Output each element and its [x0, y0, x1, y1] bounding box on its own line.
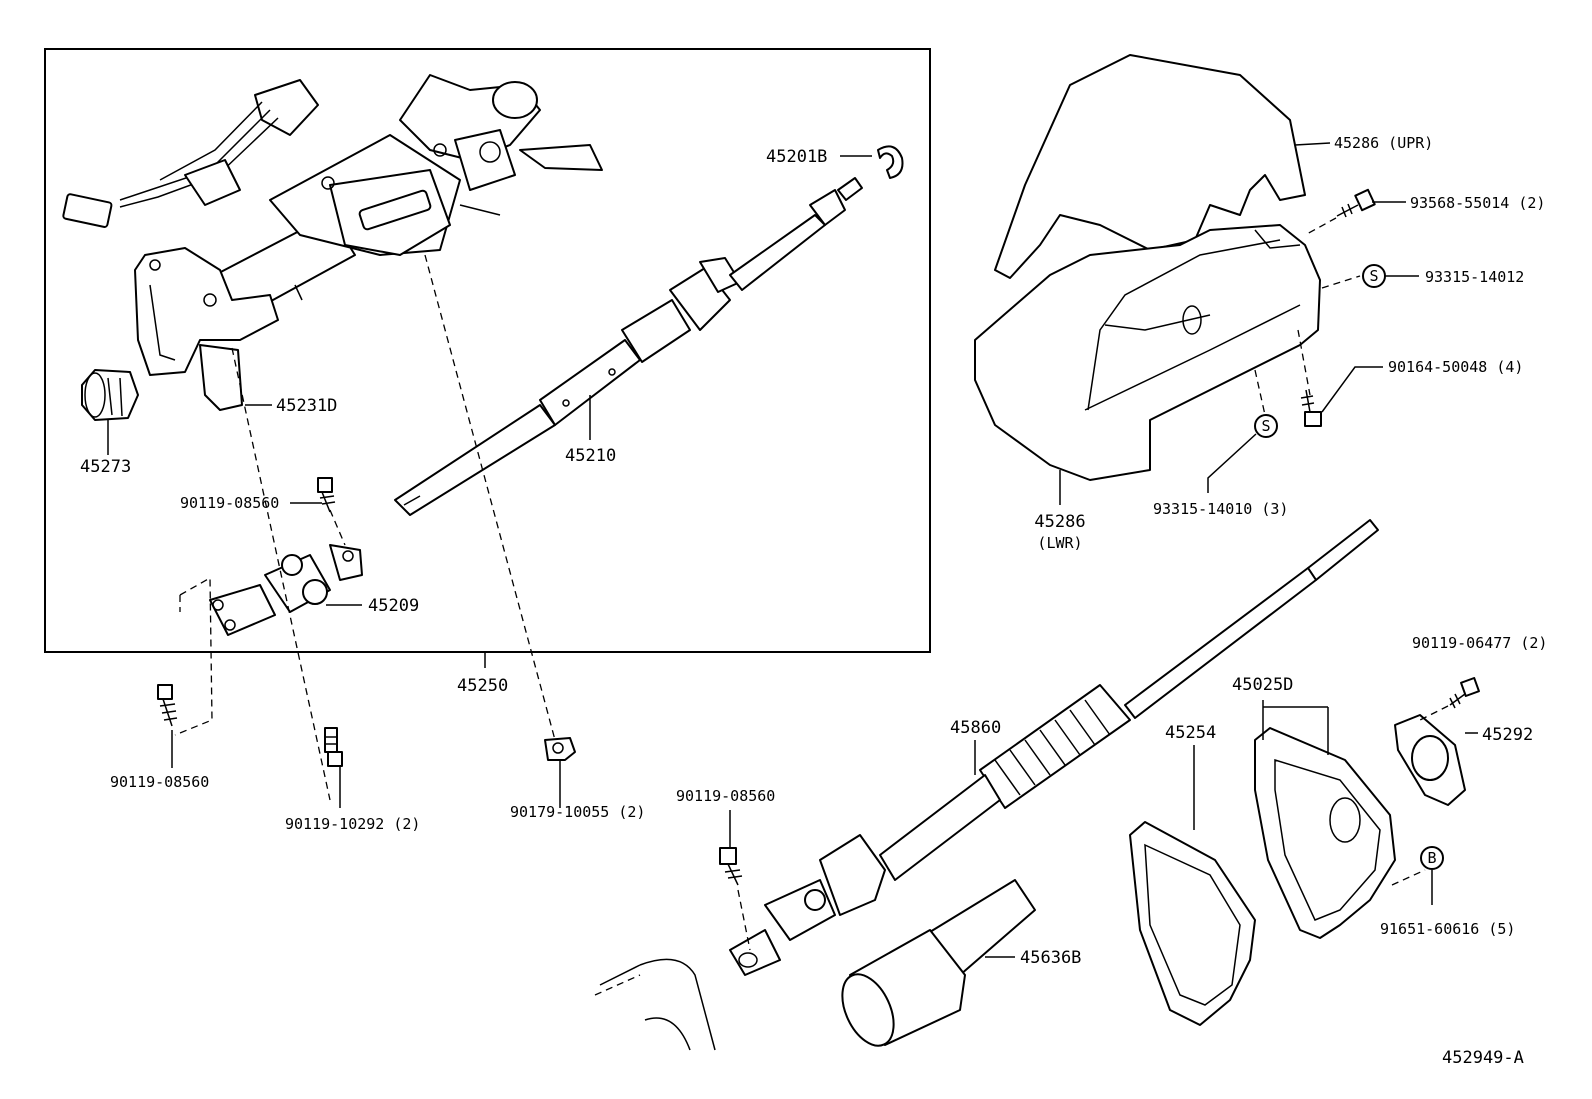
column-cover-drawing — [974, 54, 1321, 481]
dust-boot-45636B-drawing — [841, 879, 1036, 1047]
steering-column-assembly-drawing — [62, 74, 603, 411]
column-tube-fragment-drawing — [594, 958, 716, 1051]
bolt-90119-08560-b-drawing — [157, 684, 178, 727]
b-marker-91651-60616: B — [1427, 849, 1436, 867]
flange-45292-drawing — [1394, 714, 1466, 806]
guide-line — [1304, 217, 1337, 236]
guide-line — [174, 576, 213, 736]
screw-93568-55014-drawing — [1336, 188, 1376, 218]
label-45201B: 45201B — [766, 147, 827, 167]
guide-line — [1254, 369, 1266, 416]
guide-line — [1419, 705, 1449, 721]
s-marker-93315-14012: S — [1369, 267, 1378, 285]
label-45286-lwr-tag: (LWR) — [1037, 534, 1082, 552]
label-90164-50048: 90164-50048 (4) — [1388, 358, 1523, 376]
bolt-90119-06477-drawing — [1449, 677, 1480, 709]
label-90119-08560-lower: 90119-08560 — [676, 787, 775, 805]
label-93315-14010: 93315-14010 (3) — [1153, 500, 1288, 518]
label-90119-08560-upper: 90119-08560 — [180, 494, 279, 512]
label-45254: 45254 — [1165, 723, 1216, 743]
plate-45025D-drawing — [1254, 727, 1396, 939]
gasket-45254-drawing — [1129, 821, 1256, 1026]
guide-line — [1321, 275, 1361, 289]
label-45286-upr: 45286 (UPR) — [1334, 134, 1433, 152]
label-90119-06477: 90119-06477 (2) — [1412, 634, 1547, 652]
bolt-90119-10292-drawing — [324, 727, 343, 767]
label-45636B: 45636B — [1020, 948, 1081, 968]
label-45292: 45292 — [1482, 725, 1533, 745]
label-91651-60616: 91651-60616 (5) — [1380, 920, 1515, 938]
label-93568-55014: 93568-55014 (2) — [1410, 194, 1545, 212]
guide-line — [329, 509, 346, 546]
label-90179-10055: 90179-10055 (2) — [510, 803, 645, 821]
s-marker-93315-14010: S — [1261, 417, 1270, 435]
collar-45273-drawing — [81, 369, 139, 421]
label-45860: 45860 — [950, 718, 1001, 738]
guide-line — [424, 254, 556, 741]
u-joint-45209-drawing — [209, 544, 363, 636]
label-45273: 45273 — [80, 457, 131, 477]
label-45250: 45250 — [457, 676, 508, 696]
guide-line — [231, 347, 331, 801]
bolt-90119-08560-c-drawing — [719, 847, 743, 886]
label-45025D: 45025D — [1232, 675, 1293, 695]
snap-ring-45201B-drawing — [877, 145, 904, 179]
guide-line — [1391, 869, 1426, 886]
bolt-90119-08560-a-drawing — [317, 477, 336, 513]
guide-line — [737, 889, 751, 951]
intermediate-shaft-45860-drawing — [729, 519, 1379, 976]
figure-id: 452949-A — [1442, 1048, 1524, 1068]
label-45209: 45209 — [368, 596, 419, 616]
label-45231D: 45231D — [276, 396, 337, 416]
column-assembly-box — [44, 48, 931, 653]
label-93315-14012: 93315-14012 — [1425, 268, 1524, 286]
label-45286-lwr-number: 45286 — [1034, 512, 1085, 532]
label-90119-08560-left: 90119-08560 — [110, 773, 209, 791]
nut-90179-10055-drawing — [544, 737, 576, 761]
leader-lines — [107, 142, 1478, 958]
label-90119-10292: 90119-10292 (2) — [285, 815, 420, 833]
screw-90164-50048-drawing — [1300, 389, 1322, 427]
label-45210: 45210 — [565, 446, 616, 466]
shaft-45210-drawing — [394, 177, 863, 516]
